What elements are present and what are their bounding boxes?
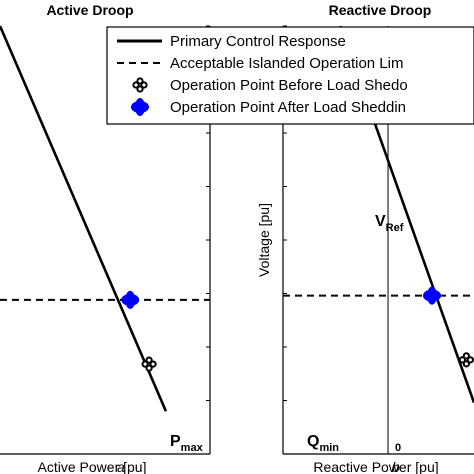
legend-after-marker-body-v [135,98,145,116]
left-point-before-left [141,360,149,368]
legend-label-1: Acceptable Islanded Operation Lim [170,55,403,72]
legend-before-marker-bottom [136,85,144,93]
right-point-before-bottom [462,360,470,368]
legend-box [106,26,474,125]
right-point-before-top [462,352,470,360]
qmin-sub: min [319,442,339,454]
right-point-before-right [466,356,474,364]
pmax-annotation: Pmax [170,433,204,454]
right-ylabel: Voltage [pu] [256,203,272,277]
left-title: Active Droop [46,2,133,18]
right-title: Reactive Droop [329,2,432,18]
qmin-annotation: Qmin [307,433,339,454]
left-panel-letter-text: a [117,459,125,474]
legend-label-2: Operation Point Before Load Shedo [170,77,408,94]
right-panel-letter-text: b [392,459,400,474]
vref-sub: Ref [386,222,404,234]
right-point-after-body-v [426,286,437,305]
legend-label-3: Operation Point After Load Sheddin [170,99,406,116]
right-ticks [283,25,287,401]
right-point-before [458,352,474,368]
legend-before-marker-top [136,77,144,85]
left-point-before-top [145,356,153,364]
left-point-before [141,356,157,372]
left-point-before-bottom [145,364,153,372]
pmax-sub: max [181,442,204,454]
vref-main: V [375,213,386,230]
right-point-before-left [458,356,466,364]
left-xlabel: Active Power [pu] [38,459,147,474]
qmin-main: Q [307,433,319,450]
legend-after-marker [131,98,149,116]
legend-before-marker-right [140,81,148,89]
left-point-before-right [149,360,157,368]
right-point-after [422,286,441,305]
legend-label-0: Primary Control Response [170,33,346,50]
left-point-after-body-v [125,290,136,309]
pmax-main: P [170,433,181,450]
legend-before-marker-left [132,81,140,89]
left-panel: Active Droop Pmax Active Power [pu] [0,2,211,474]
left-plot-area [0,25,210,412]
left-series-primary-control-response-0 [0,25,168,412]
zero-annotation: 0 [395,442,401,454]
left-point-after [121,290,140,309]
right-xlabel: Reactive Power [pu] [313,459,438,474]
vref-annotation: VRef [375,213,404,234]
legend-before-marker [132,77,148,93]
